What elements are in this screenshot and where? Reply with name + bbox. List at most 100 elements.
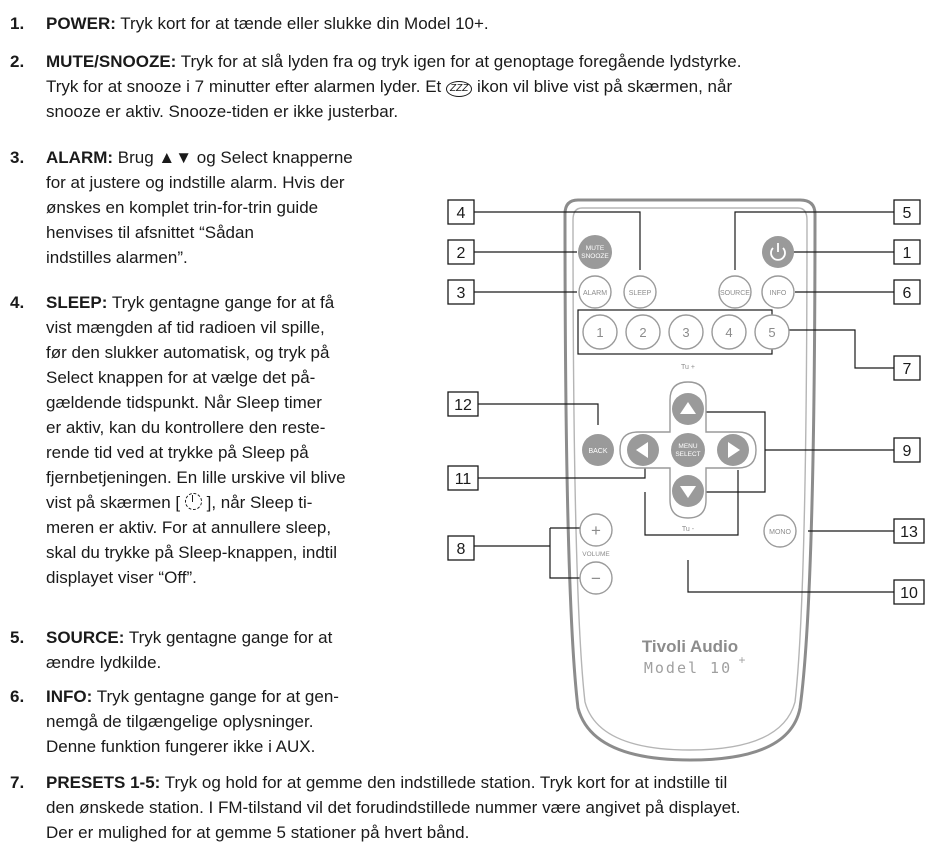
item-4: 4. SLEEP: Tryk gentagne gange for at få … [10,290,430,590]
callout-label: 3 [457,285,466,302]
mute-snooze-button[interactable] [578,235,612,269]
item-number: 3. [10,148,25,167]
preset-2-button[interactable] [625,314,661,350]
info-label: INFO [770,290,787,297]
item-text: snooze er aktiv. Snooze-tiden er ikke ju… [46,102,399,121]
power-icon [770,243,786,261]
item-heading: PRESETS 1-5: [46,773,161,792]
preset-5-button[interactable] [754,314,790,350]
snooze-label: SNOOZE [581,253,609,260]
sleep-dial-icon [184,493,202,510]
item-number: 4. [10,293,25,312]
callout-boxes [447,199,925,605]
item-text: Tryk gentagne gange for at få [107,293,335,312]
alarm-button[interactable] [578,275,612,309]
item-text: ønskes en komplet trin-for-trin guide [46,198,319,217]
preset-label: 3 [682,325,689,340]
preset-label: 5 [768,325,775,340]
callout-label: 9 [903,443,912,460]
remote-inner-outline [572,207,808,751]
item-text: displayet viser “Off”. [46,568,197,587]
volume-down-button[interactable] [579,561,613,595]
callout-label: 6 [903,285,912,302]
item-7: 7. PRESETS 1-5: Tryk og hold for at gemm… [10,770,925,845]
item-text: Tryk for at snooze i 7 minutter efter al… [46,77,446,96]
item-text: fjernbetjeningen. En lille urskive vil b… [46,468,346,487]
item-heading: INFO: [46,687,93,706]
item-text: Select knappen for at vælge det på- [46,368,316,387]
item-text: henvises til afsnittet “Sådan [46,223,254,242]
arrow-right-icon [728,442,740,458]
item-text: Tryk kort for at tænde eller slukke din … [115,14,489,33]
info-button[interactable] [761,275,795,309]
callout-lines [474,211,894,593]
sleep-button[interactable] [623,275,657,309]
snooze-icon: ZZZ [445,81,473,97]
item-number: 1. [10,14,25,33]
callout-label: 12 [454,397,472,414]
callout-label: 13 [900,524,918,541]
menu-select-button[interactable] [671,433,705,467]
sleep-label: SLEEP [629,290,652,297]
item-text: Tryk gentagne gange for at gen- [92,687,339,706]
item-number: 6. [10,687,25,706]
tune-up-label: Tu + [681,364,695,371]
preset-label: 4 [725,325,732,340]
item-text: nemgå de tilgængelige oplysninger. [46,712,314,731]
back-button[interactable] [582,434,614,466]
item-number: 2. [10,52,25,71]
brand-name: Tivoli Audio [642,637,738,656]
source-button[interactable] [718,275,752,309]
callout-label: 5 [903,205,912,222]
mono-label: MONO [769,529,791,536]
item-text: Brug ▲▼ og Select knapperne [113,148,353,167]
source-label: SOURCE [720,290,750,297]
callout-label: 10 [900,585,918,602]
item-text: den ønskede station. I FM-tilstand vil d… [46,798,741,817]
item-6: 6. INFO: Tryk gentagne gange for at gen-… [10,684,430,759]
item-text: vist mængden af tid radioen vil spille, [46,318,325,337]
callout-label: 4 [457,205,466,222]
model-plus: + [738,653,745,667]
mono-button[interactable] [763,514,797,548]
arrow-up-icon [680,402,696,414]
back-label: BACK [588,448,607,455]
item-text: vist på skærmen [ [46,493,185,512]
item-text: Der er mulighed for at gemme 5 stationer… [46,823,470,842]
item-text: meren er aktiv. For at annullere sleep, [46,518,332,537]
item-2: 2. MUTE/SNOOZE: Tryk for at slå lyden fr… [10,49,920,124]
item-text: rende tid ved at trykke på Sleep på [46,443,309,462]
item-text: Denne funktion fungerer ikke i AUX. [46,737,316,756]
item-text: indstilles alarmen”. [46,248,188,267]
preset-1-button[interactable] [582,314,618,350]
item-text: skal du trykke på Sleep-knappen, indtil [46,543,338,562]
preset-3-button[interactable] [668,314,704,350]
preset-4-button[interactable] [711,314,747,350]
alarm-label: ALARM [583,290,607,297]
callout-label: 1 [903,245,912,262]
item-number: 7. [10,773,25,792]
mute-label: MUTE [586,245,605,252]
select-label: SELECT [675,451,700,458]
arrow-down-icon [680,486,696,498]
item-text: Tryk gentagne gange for at [124,628,333,647]
item-text: Tryk og hold for at gemme den indstilled… [160,773,728,792]
item-heading: SLEEP: [46,293,108,312]
model-name: Model 10 [644,659,732,677]
tune-down-label: Tu - [682,526,695,533]
callout-label: 2 [457,245,466,262]
item-text: er aktiv, kan du kontrollere den reste- [46,418,326,437]
item-text: ændre lydkilde. [46,653,162,672]
item-number: 5. [10,628,25,647]
item-text: gældende tidspunkt. Når Sleep timer [46,393,322,412]
item-text: ikon vil blive vist på skærmen, når [472,77,733,96]
item-5: 5. SOURCE: Tryk gentagne gange for at æn… [10,625,430,675]
callout-label: 11 [455,471,472,488]
item-heading: MUTE/SNOOZE: [46,52,177,71]
item-text: for at justere og indstille alarm. Hvis … [46,173,345,192]
volume-up-button[interactable] [579,513,613,547]
volume-plus-label: + [591,521,601,540]
callout-label: 8 [457,541,466,558]
item-text: Tryk for at slå lyden fra og tryk igen f… [176,52,742,71]
